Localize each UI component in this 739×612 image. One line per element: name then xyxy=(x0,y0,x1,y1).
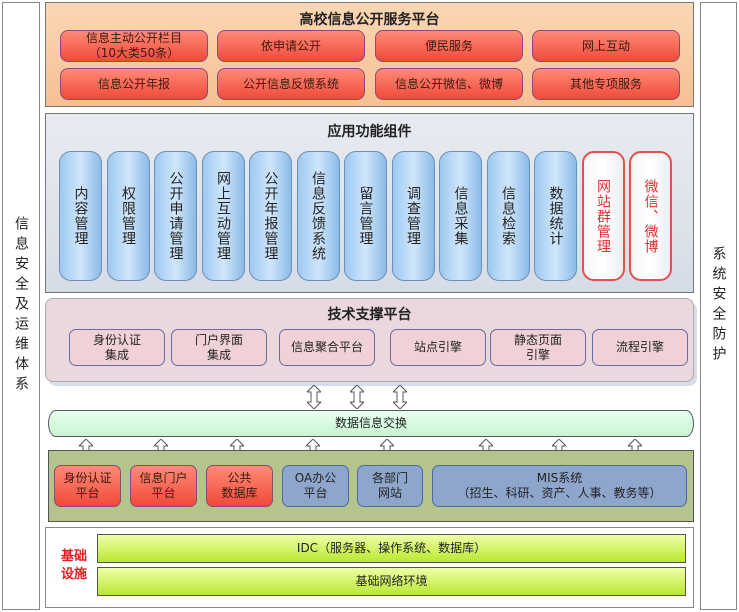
tech-platform-title: 技术支撑平台 xyxy=(327,307,412,323)
infra-bar-network: 基础网络环境 xyxy=(97,567,686,596)
service-item: 信息公开年报 xyxy=(60,68,208,100)
app-component-item: 公开申请管理 xyxy=(154,151,197,281)
system-item: 身份认证 平台 xyxy=(54,465,121,507)
tech-item: 身份认证 集成 xyxy=(69,329,165,366)
service-item: 其他专项服务 xyxy=(532,68,680,100)
tech-item: 门户界面 集成 xyxy=(171,329,267,366)
service-item: 网上互动 xyxy=(532,30,680,62)
app-component-item: 公开年报管理 xyxy=(249,151,292,281)
app-component-item: 内容管理 xyxy=(59,151,102,281)
app-components: 应用功能组件 内容管理权限管理公开申请管理网上互动管理公开年报管理信息反馈系统留… xyxy=(45,113,694,293)
app-component-item: 权限管理 xyxy=(106,151,150,281)
system-item: 公共 数据库 xyxy=(206,465,273,507)
service-platform: 高校信息公开服务平台 信息主动公开栏目 （10大类50条） 依申请公开便民服务网上… xyxy=(45,2,694,107)
right-column-label: 系统安全防护 xyxy=(710,246,727,366)
system-item: OA办公 平台 xyxy=(282,465,349,507)
right-column: 系统安全防护 xyxy=(700,2,737,610)
tech-item: 流程引擎 xyxy=(592,329,688,366)
infra-bar-label: IDC（服务器、操作系统、数据库） xyxy=(296,541,487,555)
infrastructure-label: 基础 设施 xyxy=(60,549,87,582)
tech-item: 站点引擎 xyxy=(390,329,486,366)
app-component-item: 留言管理 xyxy=(344,151,387,281)
double-arrow-icon xyxy=(391,384,409,410)
infrastructure: 基础 设施 IDC（服务器、操作系统、数据库） 基础网络环境 xyxy=(45,527,694,608)
tech-item: 静态页面 引擎 xyxy=(490,329,586,366)
system-item: 各部门 网站 xyxy=(357,465,423,507)
service-item: 信息公开微信、微博 xyxy=(375,68,523,100)
data-exchange-label: 数据信息交换 xyxy=(334,416,407,430)
system-item: 信息门户 平台 xyxy=(130,465,197,507)
service-platform-title: 高校信息公开服务平台 xyxy=(299,12,440,28)
app-component-item: 微信、微博 xyxy=(629,151,672,281)
left-column-label: 信息安全及运维体系 xyxy=(13,216,29,396)
app-component-item: 信息反馈系统 xyxy=(296,151,340,281)
left-column: 信息安全及运维体系 xyxy=(2,2,40,610)
service-item: 公开信息反馈系统 xyxy=(217,68,365,100)
service-item: 信息主动公开栏目 （10大类50条） xyxy=(60,30,208,62)
app-component-item: 信息检索 xyxy=(486,151,530,281)
service-item: 便民服务 xyxy=(375,30,523,62)
app-component-item: 网上互动管理 xyxy=(201,151,245,281)
double-arrow-icon xyxy=(348,384,366,410)
service-item: 依申请公开 xyxy=(217,30,365,62)
tech-item: 信息聚合平台 xyxy=(279,329,375,366)
infra-bar-idc: IDC（服务器、操作系统、数据库） xyxy=(97,534,686,563)
app-components-title: 应用功能组件 xyxy=(327,124,412,140)
app-component-item: 调查管理 xyxy=(391,151,435,281)
app-component-item: 数据统计 xyxy=(534,151,577,281)
tech-platform: 技术支撑平台 身份认证 集成门户界面 集成信息聚合平台站点引擎静态页面 引擎流程… xyxy=(45,298,694,382)
app-component-item: 信息采集 xyxy=(439,151,482,281)
system-item: MIS系统 （招生、科研、资产、人事、教务等） xyxy=(432,465,687,507)
data-exchange-bus: 数据信息交换 xyxy=(48,410,694,437)
double-arrow-icon xyxy=(305,384,323,410)
app-component-item: 网站群管理 xyxy=(581,151,625,281)
infra-bar-label: 基础网络环境 xyxy=(355,574,428,588)
